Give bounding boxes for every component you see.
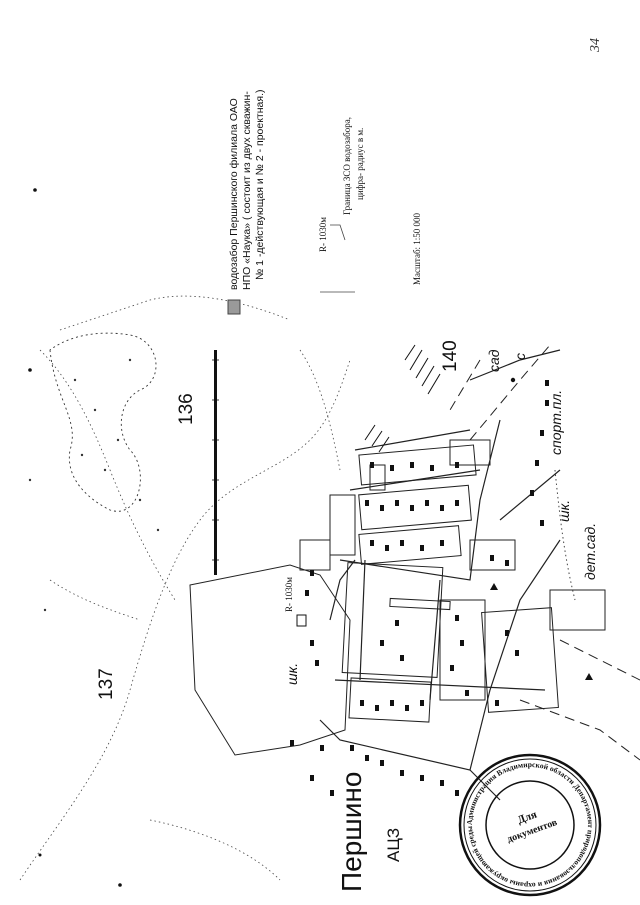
village-blocks: [299, 439, 606, 723]
hatched-area: [364, 344, 441, 453]
legend-zone-line2: цифра- радиус в м.: [355, 127, 365, 200]
legend-zone-line1: Граница ЗСО водозабора,: [342, 117, 352, 215]
quarter-136-label: 136: [176, 393, 197, 425]
village-roads: [319, 349, 561, 801]
page-number: 34: [588, 38, 603, 52]
legend-radius-label: R- 1030м: [318, 217, 328, 252]
scatter-marks: [28, 188, 122, 887]
village-name-label: Першино: [336, 771, 367, 892]
legend-water-intake-line3: № 1 -действующая и № 2 - проектная.): [254, 89, 266, 280]
legend-water-intake-swatch: [227, 299, 241, 315]
well-symbols: [490, 377, 593, 680]
garden-label-partial: с: [512, 353, 528, 360]
legend-scale: Масштаб: 1:50 000: [412, 212, 422, 285]
garden-label: сад: [486, 349, 502, 372]
dashed-boundaries: [449, 344, 640, 761]
legend-water-intake-line2: НПО «Наука» ( состоит из двух скважин-: [241, 91, 253, 290]
sport-ground-label: спорт.пл.: [548, 389, 564, 455]
dotted-path: [554, 469, 576, 601]
legend-radius-mark: [320, 224, 355, 293]
clearing-outline: [49, 332, 157, 512]
official-stamp: Администрация Владимирской области Депар…: [458, 753, 602, 897]
stamp-ring-text: Администрация Владимирской области Депар…: [465, 760, 595, 890]
railway-line: [212, 350, 219, 575]
forest-boundaries: [19, 295, 351, 881]
kindergarten-label: дет.сад.: [582, 522, 598, 580]
quarter-140-label: 140: [440, 340, 461, 372]
legend-water-intake-line1: водозабор Першинского филиала ОАО: [228, 98, 240, 290]
azs-label: АЦЗ: [384, 827, 403, 862]
school-label-left: шк.: [284, 662, 300, 685]
map-radius-label: R- 1030м: [284, 577, 294, 612]
clearing-dots: [28, 358, 160, 612]
quarter-137-label: 137: [96, 668, 117, 700]
houses: [290, 380, 549, 796]
water-intake-marker: [296, 614, 307, 627]
school-label-right: шк.: [556, 499, 572, 522]
